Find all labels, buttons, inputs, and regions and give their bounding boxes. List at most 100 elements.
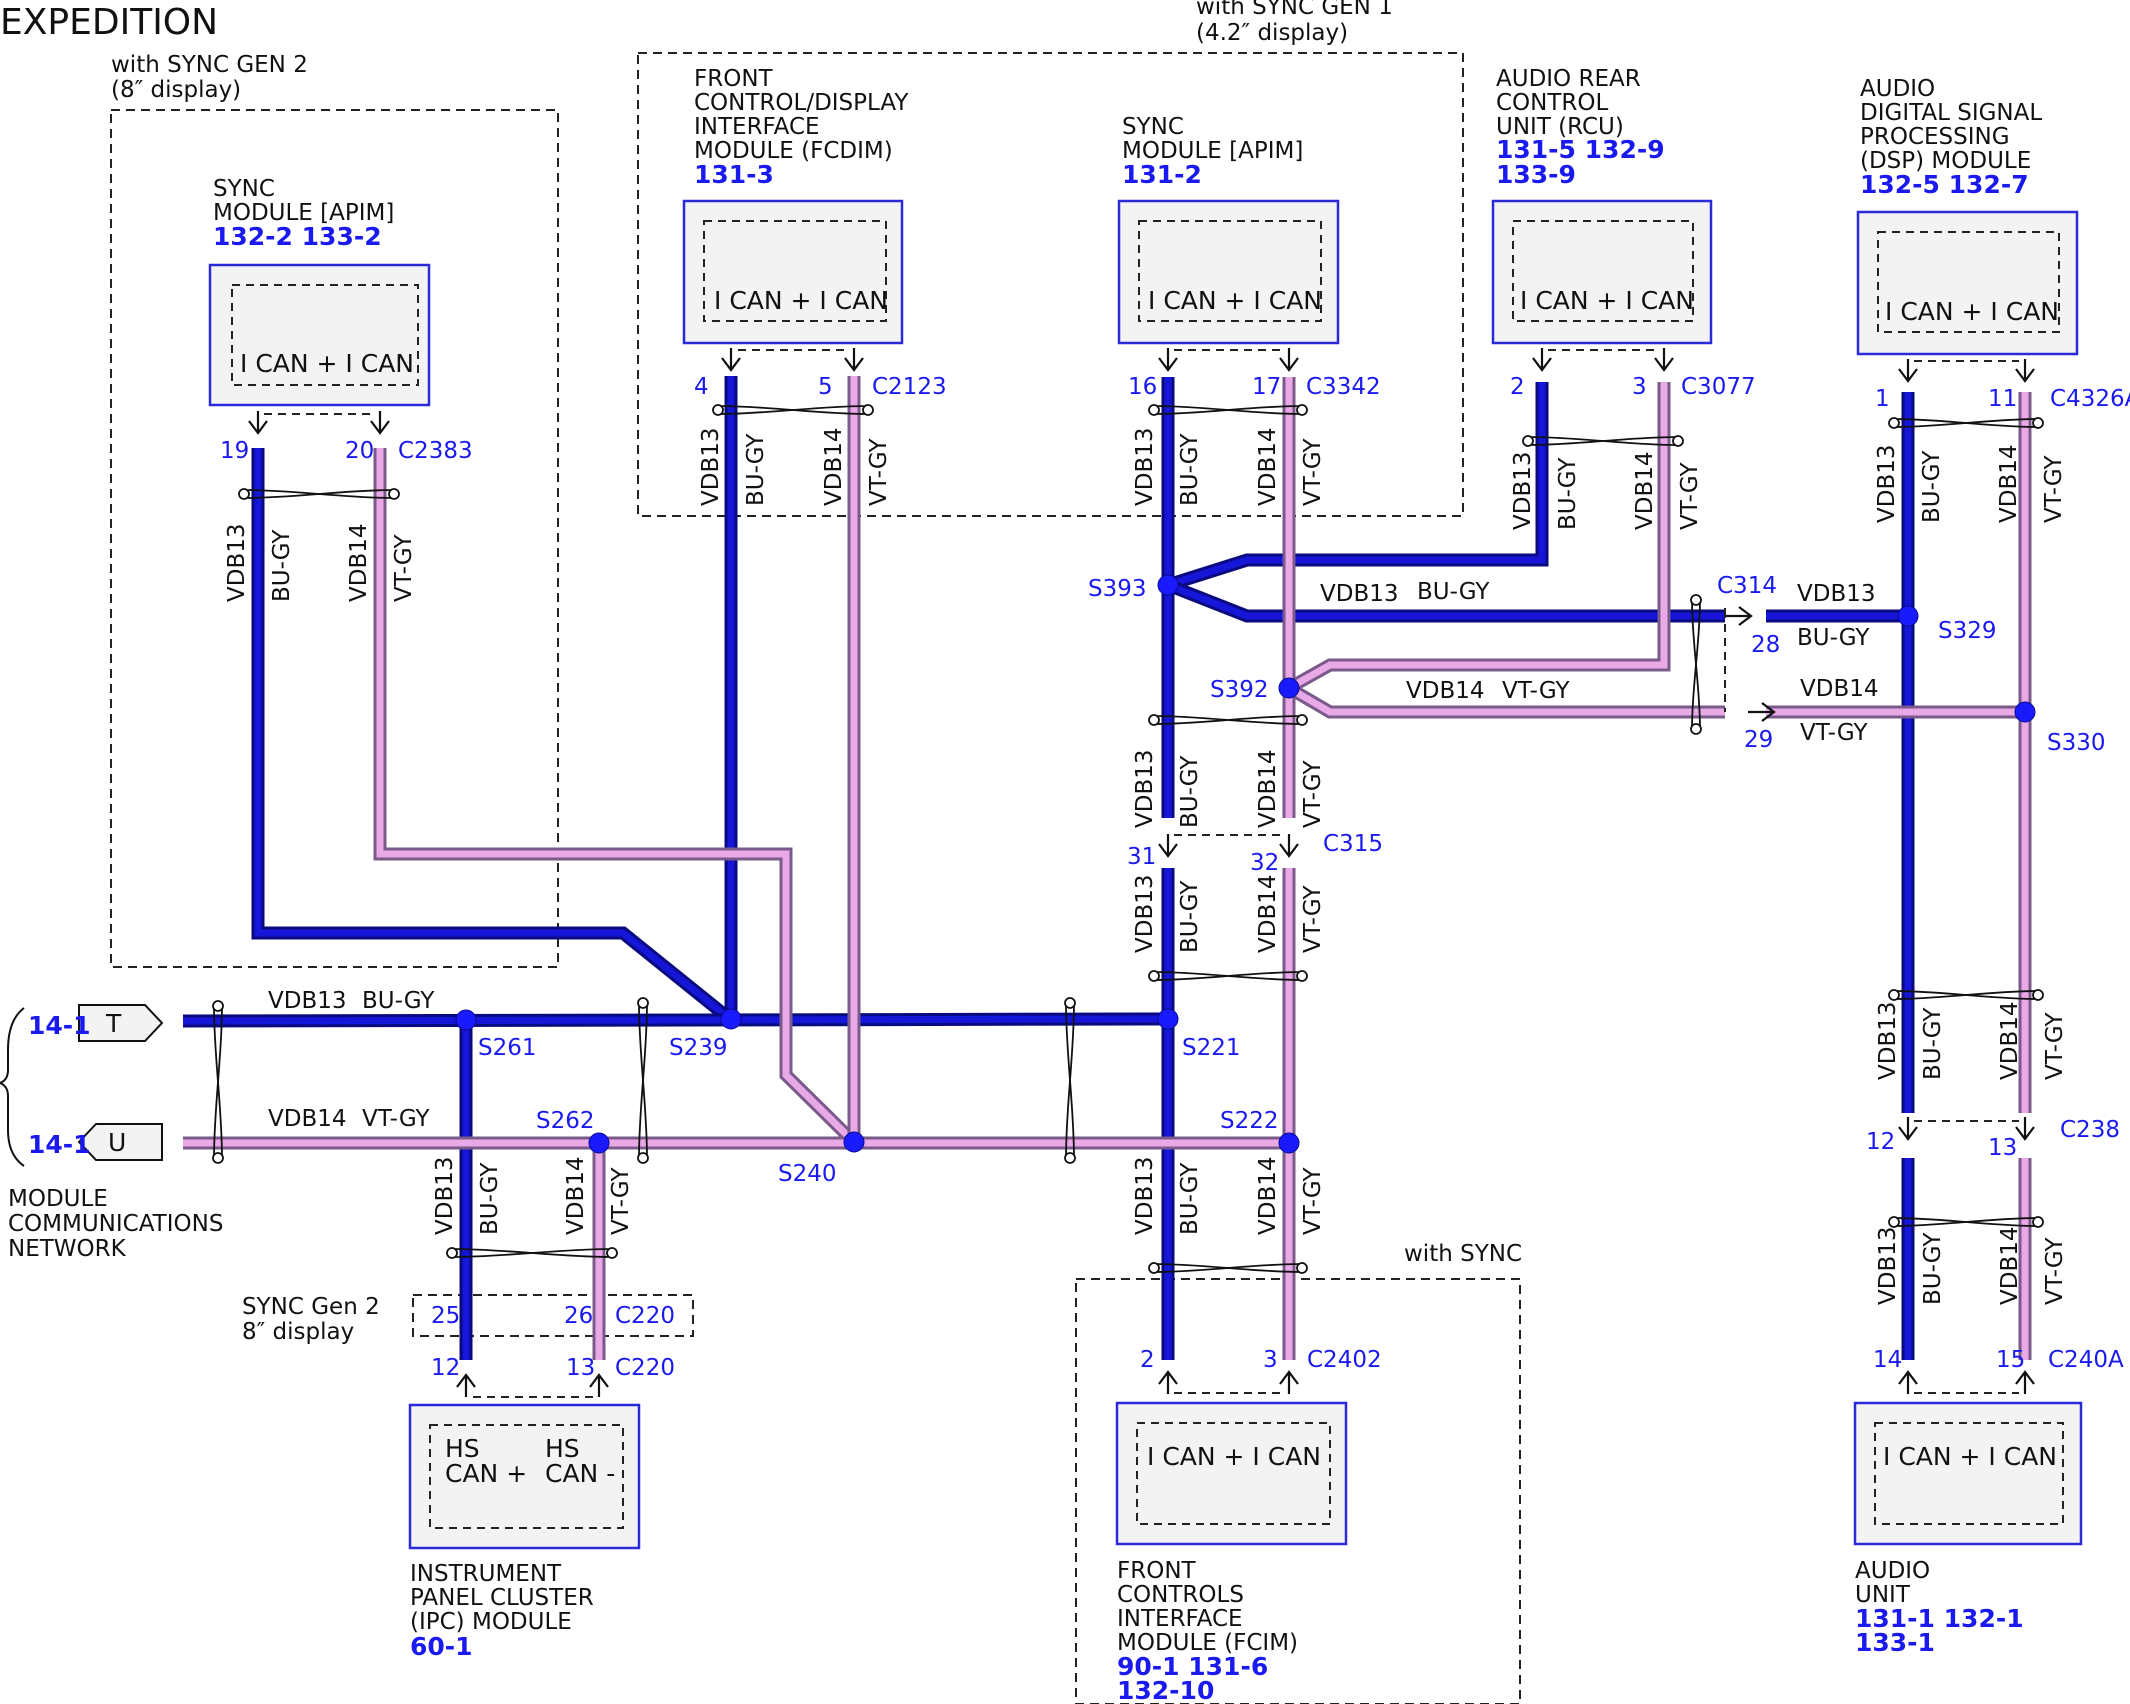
module-name-line: SYNC: [1122, 114, 1184, 140]
pin-number: 29: [1744, 727, 1773, 753]
wire-vdb14-rcu: [1285, 382, 1671, 694]
splice-label: S393: [1088, 576, 1147, 602]
region-ipc-gen2: [412, 1294, 694, 1337]
module-name-line: INTERFACE: [694, 114, 820, 140]
twisted-pair-marker: [1148, 970, 1308, 982]
wire-vdb13-apim-gen2: [254, 448, 734, 1023]
wire-vdb14-to-c314: [1287, 684, 1725, 716]
twist-ring: [1148, 404, 1160, 416]
region-ipc-gen2-label-2: 8″ display: [242, 1319, 354, 1345]
module-name-line: UNIT: [1855, 1582, 1911, 1608]
module-name-line: MODULE (FCDIM): [694, 138, 893, 164]
wire-vdb14-rcu: [1287, 382, 1668, 692]
module-reference: 132-5 132-7: [1860, 170, 2029, 199]
module-apim-gen1: SYNC MODULE [APIM] 131-2 I CAN + I CAN: [1117, 114, 1340, 345]
pin-number: 28: [1751, 632, 1780, 658]
connector-name: C220: [615, 1355, 675, 1381]
pin-number: 20: [345, 438, 374, 464]
splice-dot: [2014, 701, 2036, 723]
wire-label: VDB13: [1510, 452, 1536, 531]
pin-number: 1: [1875, 386, 1890, 412]
wire-label: VT-GY: [362, 1106, 430, 1132]
pin-number: 3: [1632, 374, 1647, 400]
vertical-wire-labels: VDB13 BU-GY VDB14 VT-GY VDB13 BU-GY VDB1…: [224, 428, 2068, 1306]
wire-label: BU-GY: [1920, 1007, 1946, 1080]
wire-label: VDB13: [1797, 581, 1876, 607]
wire-vdb13-rcu: [1166, 382, 1546, 589]
module-name-line: INTERFACE: [1117, 1606, 1243, 1632]
module-name-line: CONTROL/DISPLAY: [694, 90, 909, 116]
splice-label: S392: [1210, 677, 1269, 703]
module-name-line: AUDIO: [1855, 1558, 1930, 1584]
wire-layer: [182, 376, 2032, 1360]
wire-label: VDB14: [1255, 750, 1281, 829]
module-name-line: PANEL CLUSTER: [410, 1585, 594, 1611]
module-fcim: I CAN + I CAN FRONT CONTROLS INTERFACE M…: [1115, 1401, 1348, 1704]
wire-label: VDB13: [1874, 445, 1900, 524]
twisted-pair-marker: [212, 1000, 224, 1164]
module-inner-label: CAN +: [445, 1459, 527, 1488]
pin-arrow: [1279, 348, 1299, 372]
splice-label: S239: [669, 1035, 728, 1061]
region-ipc-gen2-label-1: SYNC Gen 2: [242, 1294, 380, 1320]
pin-arrow: [589, 1373, 609, 1397]
module-name-line: INSTRUMENT: [410, 1561, 562, 1587]
twist-line: [1893, 418, 2039, 428]
region-sync-gen1-label-2: (4.2″ display): [1196, 20, 1348, 46]
module-inner-label: I CAN + I CAN: [1148, 286, 1322, 315]
twist-ring: [1296, 970, 1308, 982]
twist-line: [1153, 971, 1303, 981]
connector-name: C314: [1717, 573, 1777, 599]
twist-ring: [2032, 1216, 2044, 1228]
module-name-line: DIGITAL SIGNAL: [1860, 100, 2042, 126]
module-name-line: MODULE [APIM]: [1122, 138, 1303, 164]
pin-number: 3: [1263, 1347, 1278, 1373]
splice-label: S330: [2047, 730, 2106, 756]
twist-ring: [1148, 970, 1160, 982]
twist-line: [1153, 715, 1303, 725]
wire-label: VT-GY: [2041, 455, 2067, 523]
wire-label: VT-GY: [866, 438, 892, 506]
wire-vdb14-apim-gen2: [376, 448, 857, 1145]
wire-vdb13-rcu: [1166, 382, 1549, 592]
splice-dot: [1278, 677, 1300, 699]
splice-dot: [843, 1131, 865, 1153]
module-inner-label: I CAN + I CAN: [714, 286, 888, 315]
module-name-line: CONTROL: [1496, 90, 1609, 116]
module-name-line: SYNC: [213, 176, 275, 202]
pin-arrow: [1898, 359, 1918, 383]
wire-label: VDB13: [1132, 750, 1158, 829]
wire-label: VDB14: [1632, 452, 1658, 531]
splice-label: S261: [478, 1035, 537, 1061]
twist-line: [213, 1005, 223, 1159]
diagram-title: EXPEDITION: [0, 2, 218, 43]
pin-arrow: [1748, 702, 1776, 722]
module-reference: 131-2: [1122, 160, 1202, 189]
twist-ring: [1672, 435, 1684, 447]
twist-ring: [1690, 723, 1702, 735]
region-with-sync-label: with SYNC: [1404, 1241, 1522, 1267]
twist-ring: [388, 488, 400, 500]
region-sync-gen2: [110, 109, 559, 968]
connector-name: C2383: [398, 438, 473, 464]
network-connector-t: T 14-1: [28, 1004, 164, 1042]
pin-number: 31: [1127, 844, 1156, 870]
connector-name: C315: [1323, 831, 1383, 857]
twist-ring: [1522, 435, 1534, 447]
network-label-2: COMMUNICATIONS: [8, 1211, 223, 1237]
pin-number: 16: [1128, 374, 1157, 400]
splice-layer: [455, 574, 2036, 1154]
module-inner-label: I CAN + I CAN: [1520, 286, 1694, 315]
pin-arrow: [1158, 834, 1178, 858]
wire-label: VDB14: [1255, 428, 1281, 507]
wire-label: BU-GY: [269, 529, 295, 602]
twist-line: [1893, 1217, 2039, 1227]
connector-name: C240A: [2048, 1347, 2124, 1373]
pin-number: 13: [566, 1355, 595, 1381]
module-name-line: MODULE (FCIM): [1117, 1630, 1298, 1656]
pin-number: 2: [1510, 374, 1525, 400]
splice-dot: [720, 1008, 742, 1030]
wire-label: BU-GY: [362, 988, 435, 1014]
wire-label: VDB14: [268, 1106, 347, 1132]
connector-name: C4326A: [2050, 386, 2130, 412]
